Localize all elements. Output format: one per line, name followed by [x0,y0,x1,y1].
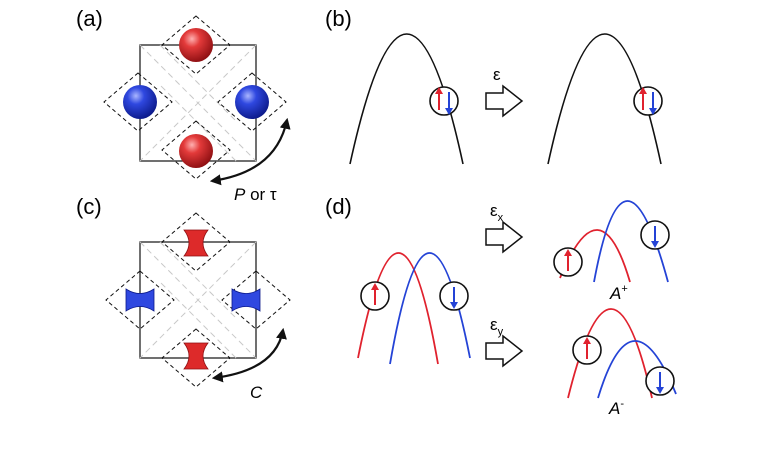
spin-up-head [435,87,443,94]
strain-label-y: εy [490,315,504,338]
blue-orbital-left [125,288,155,312]
rotation-arrow-a [209,117,291,186]
state-label-aplus: A+ [609,283,628,303]
panel-c: (c) C [76,194,291,402]
panel-a-label: (a) [76,6,103,31]
band-curve-red-d [357,252,439,365]
spin-up-head [639,87,647,94]
spin-up-head [564,249,572,256]
blue-orbital-right [235,85,269,119]
red-orbital-top [183,229,209,257]
spin-down-head [649,108,657,115]
strain-label-x: εx [490,201,504,224]
panel-a: (a) P or τ [76,6,291,204]
panel-d-label: (d) [325,194,352,219]
spin-circle-b-right [633,86,663,116]
strain-arrow-icon-x [485,220,524,254]
operation-label-a: P or τ [234,185,277,204]
spin-circle-b-left [429,86,459,116]
panel-d: (d) εx A+ εy [325,194,677,418]
spin-down-head [651,241,659,248]
red-orbital-bottom [179,134,213,168]
strain-arrow-icon-y [485,334,524,368]
strain-arrow-icon-b [485,84,524,118]
band-curve-blue-d [389,252,471,365]
state-label-aminus: A- [608,398,624,418]
spin-down-head [656,387,664,394]
spin-down-head [450,302,458,309]
blue-orbital-right [231,288,261,312]
strain-label-b: ε [493,65,501,84]
panel-c-label: (c) [76,194,102,219]
operation-label-c: C [250,383,263,402]
spin-up-head [583,337,591,344]
red-orbital-top [179,28,213,62]
blue-orbital-left [123,85,157,119]
red-orbital-bottom [183,342,209,370]
rotation-arrow-c [211,327,287,383]
spin-up-head [371,283,379,290]
panel-b: (b) ε [325,6,663,165]
spin-down-head [445,108,453,115]
panel-b-label: (b) [325,6,352,31]
